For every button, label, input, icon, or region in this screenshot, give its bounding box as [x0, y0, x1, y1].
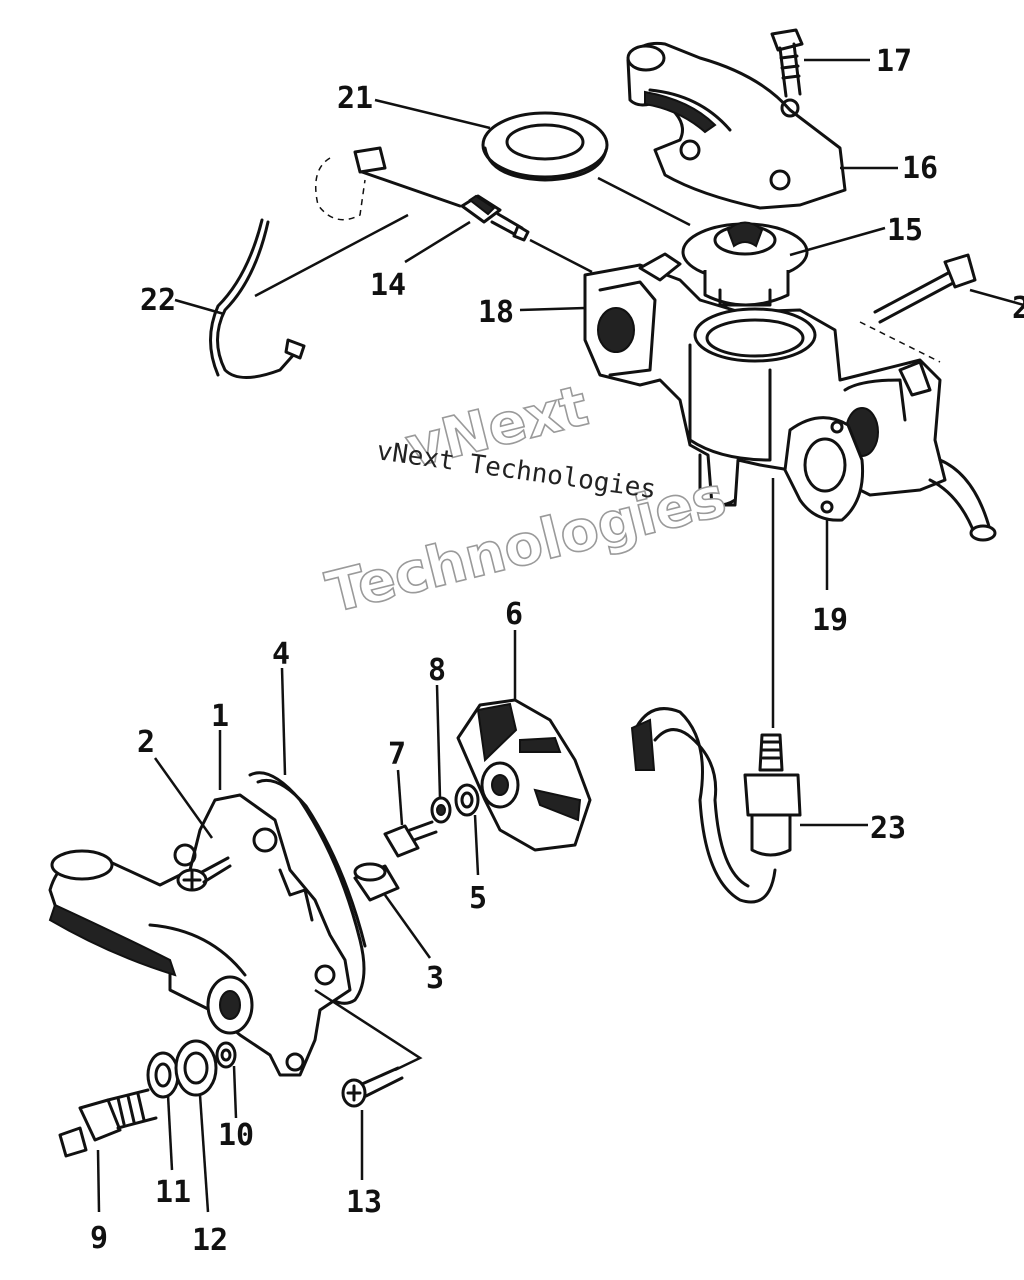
watermark-line2: Technologies — [320, 464, 732, 626]
callout-labels: 1 2 3 4 5 6 7 8 9 10 11 12 13 14 15 16 1… — [90, 44, 1024, 1258]
callout-23: 23 — [870, 811, 906, 846]
washer-11 — [146, 1051, 180, 1099]
thermostat-15 — [681, 221, 809, 307]
callout-18: 18 — [478, 295, 514, 330]
outlet-elbow-16 — [626, 41, 847, 210]
callout-22: 22 — [140, 283, 176, 318]
washer-12 — [174, 1039, 218, 1097]
temperature-sender-14 — [460, 194, 530, 242]
callout-17: 17 — [876, 44, 912, 79]
callout-3: 3 — [426, 961, 444, 996]
callout-7: 7 — [388, 737, 406, 772]
callout-19: 19 — [812, 603, 848, 638]
pump-gasket-4 — [248, 771, 367, 1005]
callout-15: 15 — [887, 213, 923, 248]
screw-13 — [341, 1066, 404, 1108]
callout-16: 16 — [902, 151, 938, 186]
callout-2: 2 — [137, 725, 155, 760]
sender-wire-22 — [209, 218, 306, 379]
washer-8 — [430, 796, 452, 824]
callout-14: 14 — [370, 268, 406, 303]
screw-2 — [176, 856, 232, 892]
water-hose-23 — [630, 707, 777, 904]
bolt-17 — [770, 28, 804, 98]
callout-9: 9 — [90, 1221, 108, 1256]
pump-body-1 — [48, 793, 352, 1077]
callout-10: 10 — [218, 1118, 254, 1153]
temperature-sender-23 — [743, 733, 802, 857]
callout-4: 4 — [272, 637, 290, 672]
flange-gasket-19 — [783, 416, 865, 522]
leader-lines — [96, 58, 1024, 1213]
callout-8: 8 — [428, 653, 446, 688]
wire-clip-dashed — [315, 146, 462, 221]
bushing-3 — [353, 862, 400, 902]
callout-13: 13 — [346, 1185, 382, 1220]
callout-5: 5 — [469, 881, 487, 916]
callout-6: 6 — [505, 597, 523, 632]
watermark: vNext Technologies vNext Technologies — [319, 373, 733, 627]
bolt-7 — [383, 820, 438, 858]
long-bolt-20 — [859, 253, 977, 363]
drain-plug-9 — [58, 1088, 158, 1158]
callout-21: 21 — [337, 81, 373, 116]
gasket-ring-21 — [481, 111, 609, 182]
callout-12: 12 — [192, 1223, 228, 1258]
impeller-6 — [456, 698, 592, 852]
washer-5 — [454, 783, 480, 817]
callout-11: 11 — [155, 1175, 191, 1210]
callout-1: 1 — [211, 699, 229, 734]
washer-10 — [215, 1041, 237, 1069]
callout-20: 2 — [1012, 291, 1024, 326]
